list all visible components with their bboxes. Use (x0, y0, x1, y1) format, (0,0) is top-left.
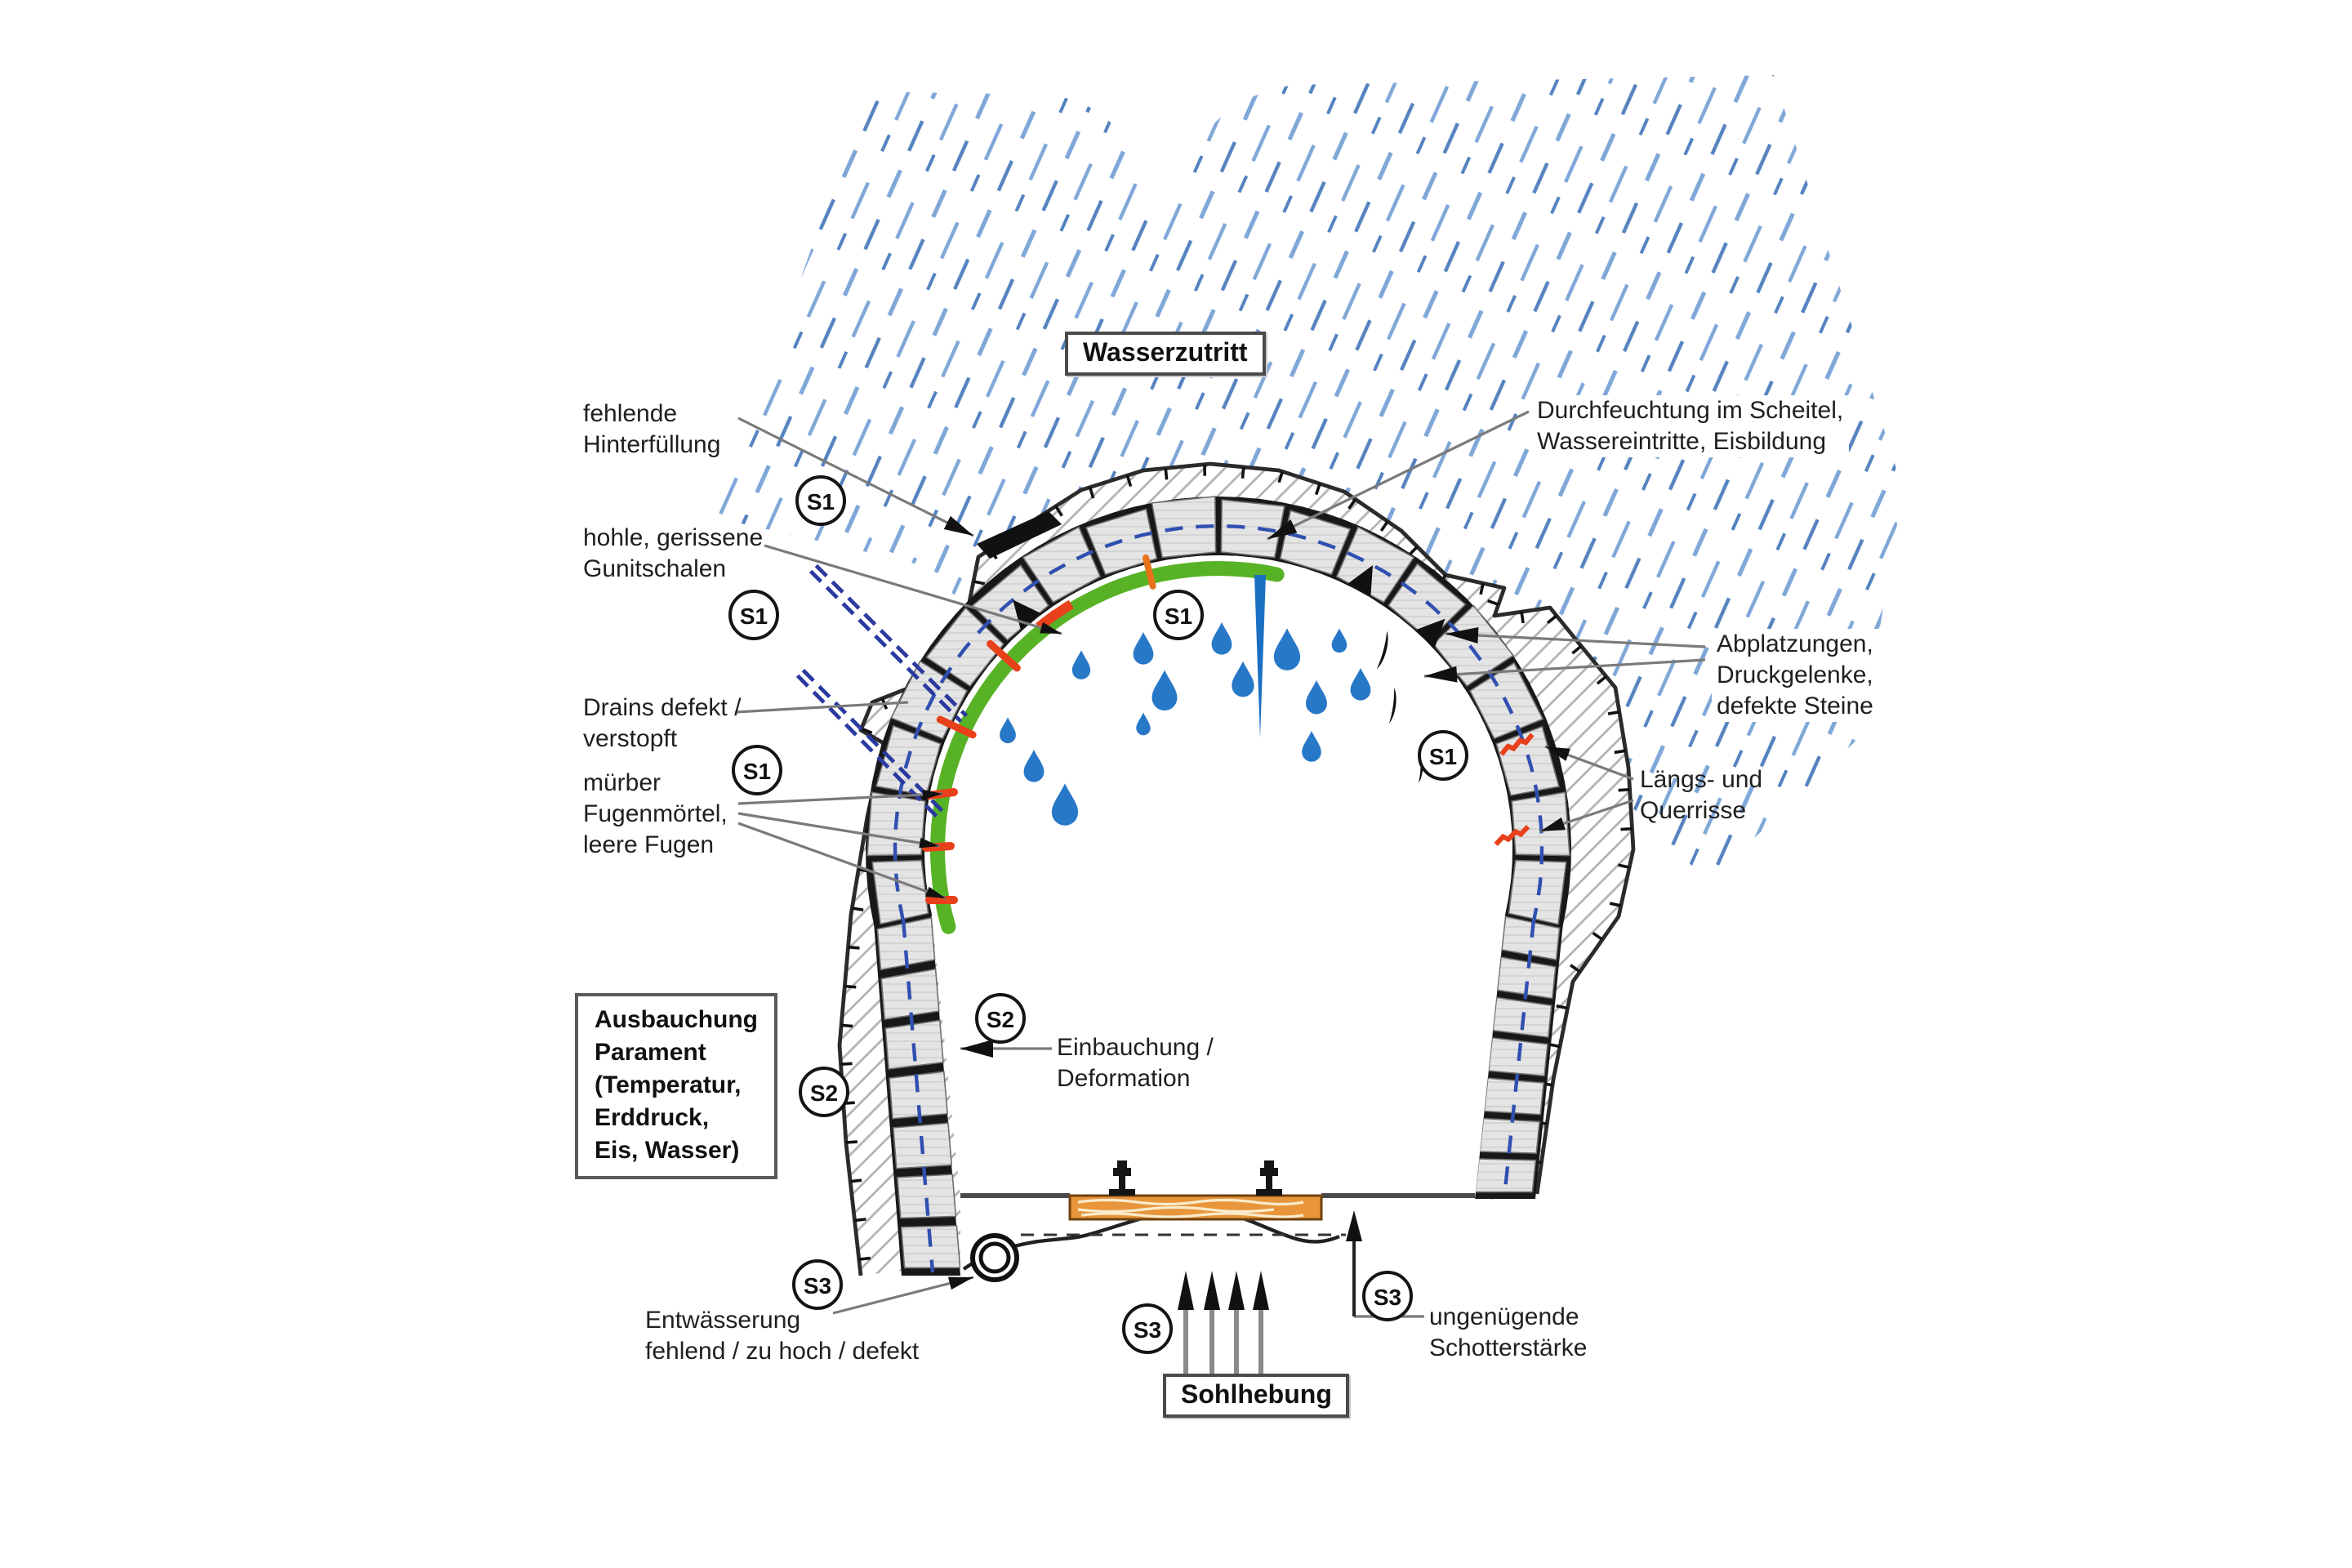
label-spalling-defective-stones: Abplatzungen, Druckgelenke, defekte Stei… (1712, 629, 1878, 722)
severity-badge-s3-floor-heave: S3 (1122, 1303, 1173, 1354)
icicle (1254, 575, 1266, 738)
tunnel-interior (924, 555, 1512, 1290)
drainage-pipe (970, 1233, 1019, 1282)
label-missing-backfill: fehlende Hinterfüllung (583, 400, 721, 459)
severity-badge-s2-deformation: S2 (975, 993, 1026, 1044)
label-longitudinal-transverse-cracks: Längs- und Querrisse (1640, 766, 1763, 825)
label-drainage-missing-defective: Entwässerung fehlend / zu hoch / defekt (645, 1307, 920, 1365)
label-drains-defective: Drains defekt / verstopft (583, 694, 742, 753)
severity-badge-s1-backfill: S1 (795, 475, 846, 526)
floor-heave-title-box: Sohlhebung (1163, 1374, 1350, 1418)
sleeper-track (1068, 1160, 1323, 1221)
severity-badge-s1-mortar: S1 (732, 745, 782, 795)
label-hollow-gunite-shells: hohle, gerissene Gunitschalen (583, 524, 764, 583)
gunite-shell-overlay (929, 560, 1285, 934)
heave-arrows (1178, 1271, 1269, 1374)
water-ingress-title-box: Wasserzutritt (1065, 332, 1266, 376)
lining-centerline (893, 523, 1544, 1273)
bulging-parament-box: Ausbauchung Parament (Temperatur, Erddru… (575, 993, 777, 1179)
leader-lines (734, 410, 1706, 1315)
severity-badge-s3-ballast: S3 (1362, 1271, 1413, 1321)
severity-badge-s1-drains: S1 (728, 590, 779, 640)
backfill-void (977, 511, 1062, 559)
label-insufficient-ballast: ungenügende Schotterstärke (1429, 1303, 1588, 1362)
severity-badge-s1-crown: S1 (1153, 590, 1204, 640)
label-inward-deformation: Einbauchung / Deformation (1057, 1034, 1214, 1093)
label-moisture-at-crown: Durchfeuchtung im Scheitel, Wassereintri… (1532, 395, 1849, 457)
label-crumbly-joint-mortar: mürber Fugenmörtel, leere Fugen (583, 769, 728, 859)
water-drops (1000, 622, 1371, 826)
drain-lines (795, 564, 969, 818)
severity-badge-s1-cracks: S1 (1418, 730, 1468, 781)
severity-badge-s2-wall: S2 (799, 1067, 849, 1117)
severity-badge-s3-drainage: S3 (792, 1259, 843, 1310)
